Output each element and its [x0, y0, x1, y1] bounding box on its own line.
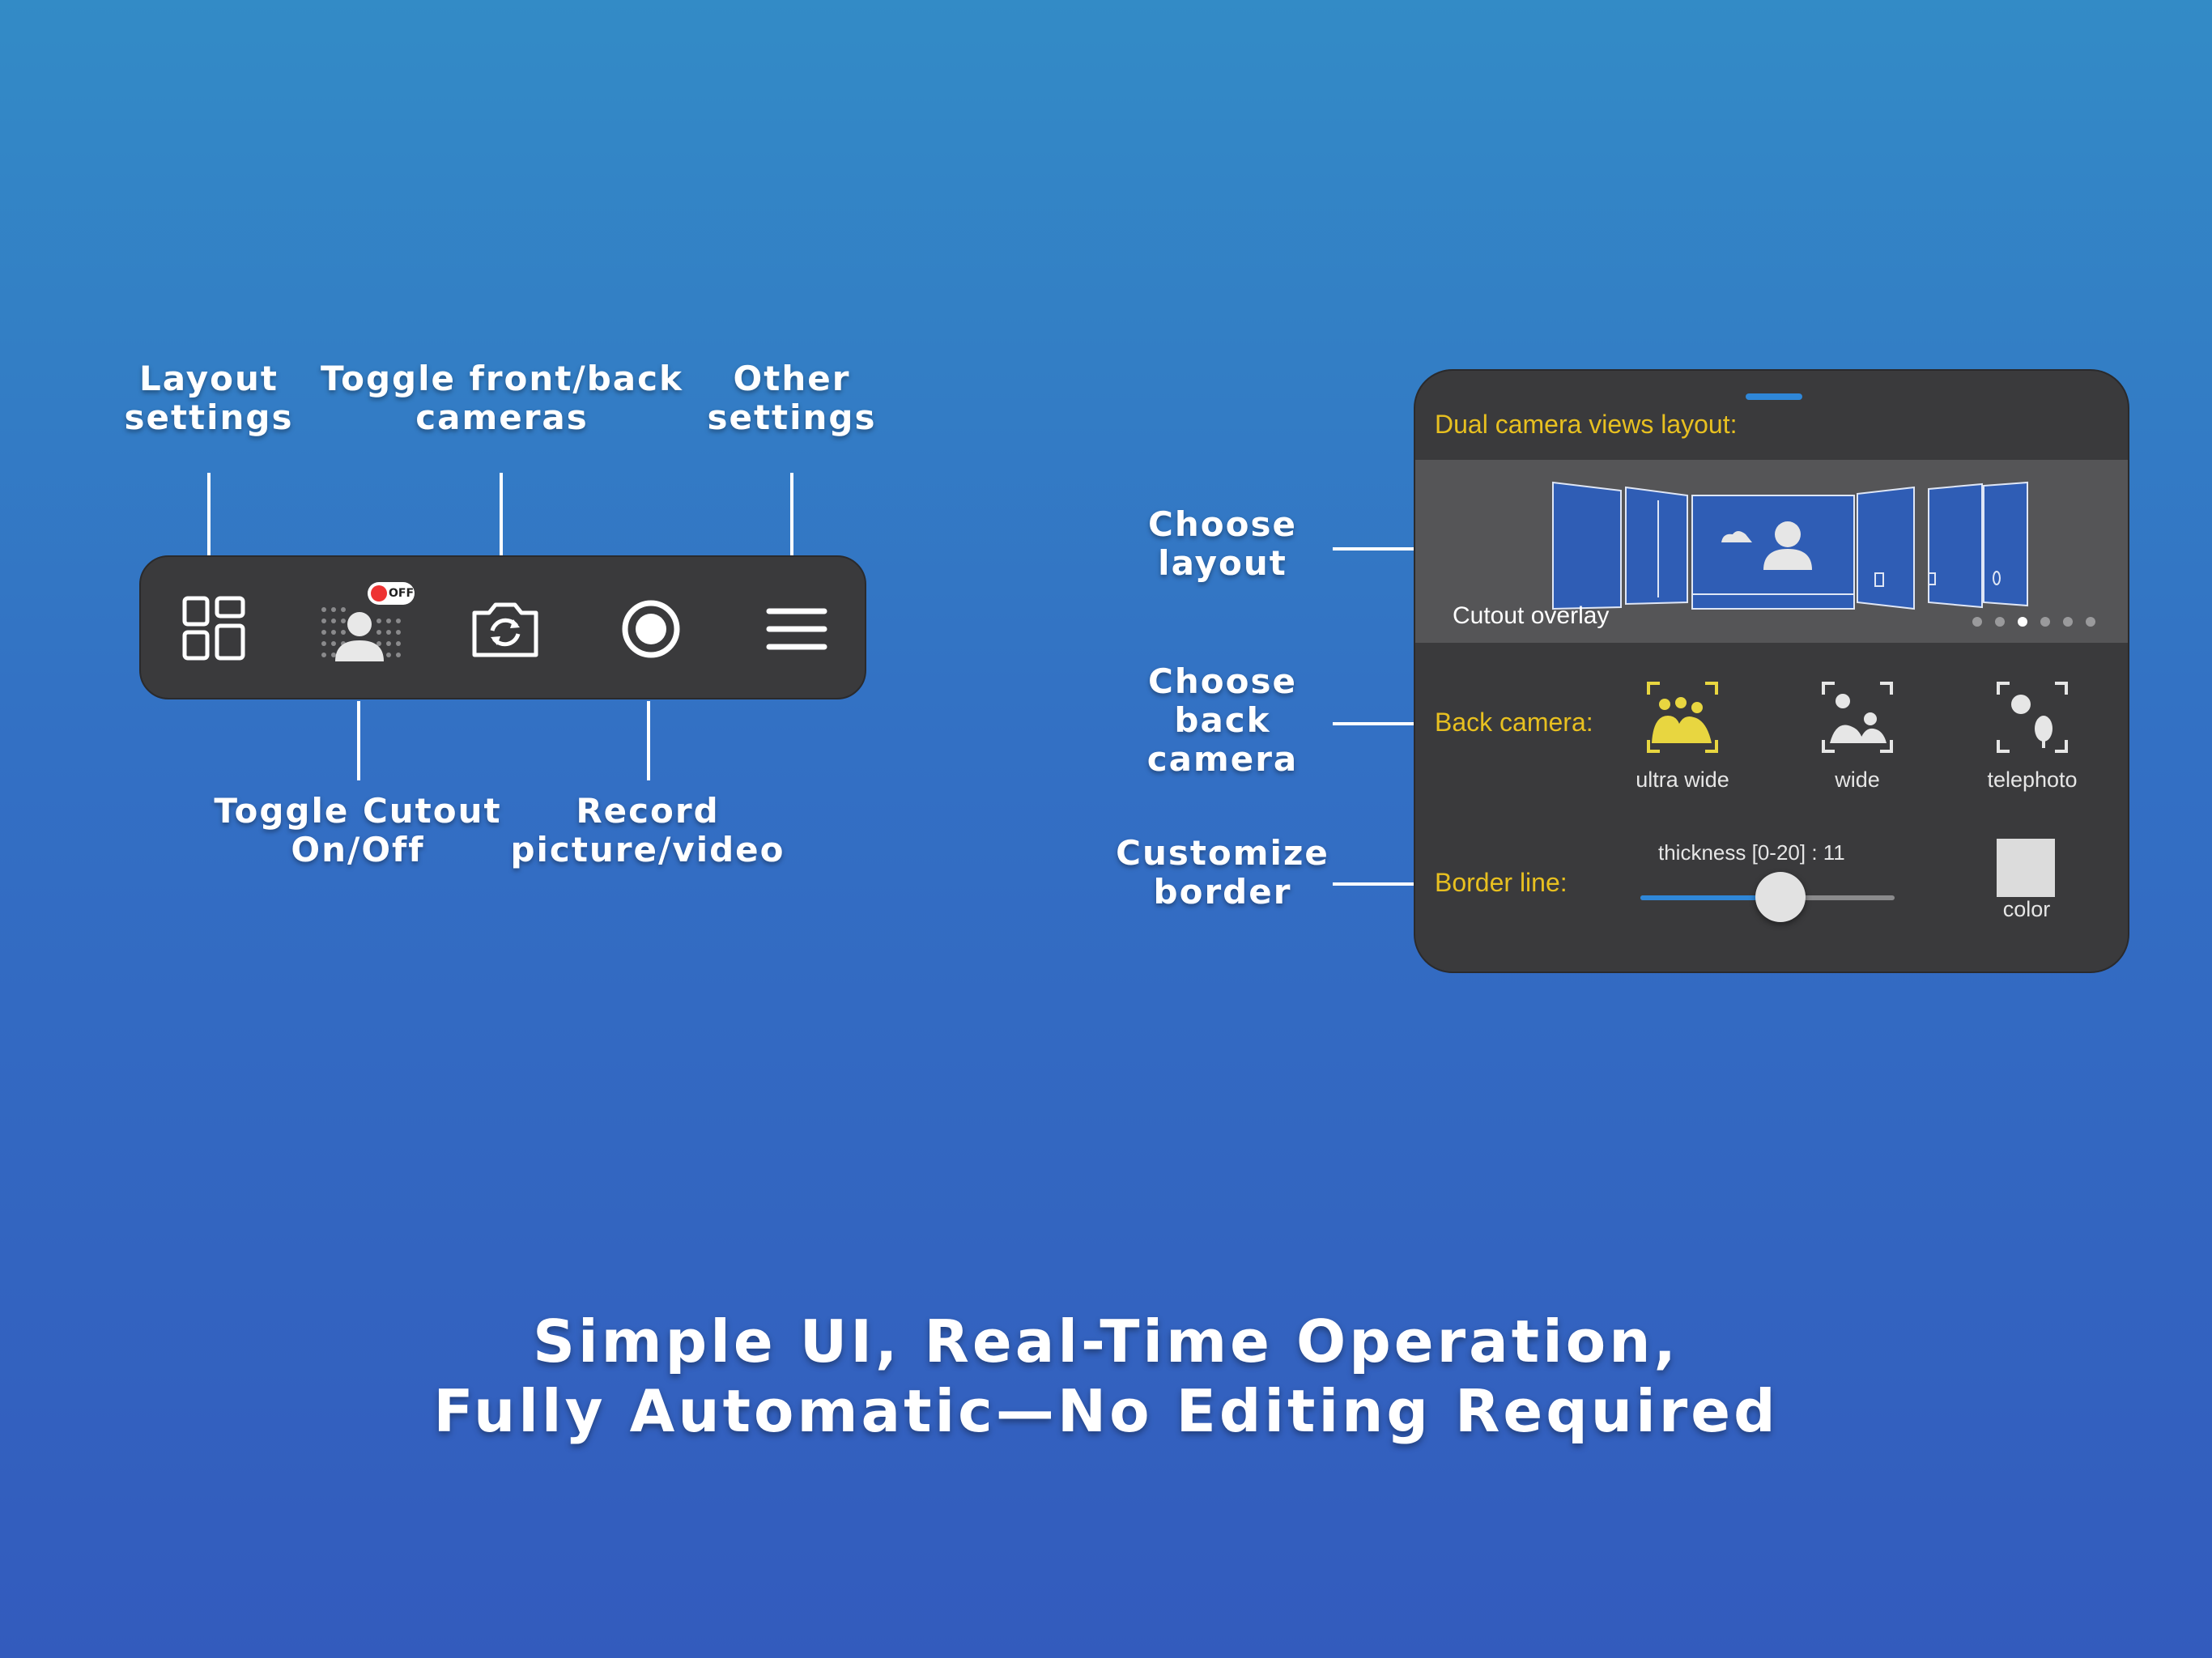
layout-tile-6: [1983, 481, 2028, 607]
panel-title: Dual camera views layout:: [1435, 410, 1738, 439]
callout-line-back-camera: [1333, 722, 1414, 725]
page-dot[interactable]: [1995, 617, 2005, 627]
thickness-label: thickness [0-20] : 11: [1658, 840, 1845, 865]
ultra-wide-option[interactable]: ultra wide: [1618, 678, 1747, 793]
record-button[interactable]: [606, 584, 696, 674]
cutout-person-icon: [321, 607, 401, 661]
border-line-label: Border line:: [1435, 868, 1568, 897]
layout-tile-1: [1552, 481, 1622, 610]
camera-toolbar: OFF: [139, 555, 866, 699]
camera-switch-icon: [472, 602, 538, 657]
headline-line-1: Simple UI, Real-Time Operation,: [533, 1307, 1679, 1375]
callout-line-border: [1333, 882, 1414, 886]
wide-icon: [1822, 682, 1893, 753]
callout-toggle-cameras: Toggle front/back cameras: [321, 359, 683, 437]
wide-option[interactable]: wide: [1793, 678, 1922, 793]
page-dot[interactable]: [2086, 617, 2095, 627]
back-camera-label: Back camera:: [1435, 708, 1593, 737]
cutout-overlay-label: Cutout overlay: [1453, 602, 1610, 629]
person-icon-head: [1775, 521, 1801, 547]
layout-tile-5: [1928, 483, 1983, 609]
menu-icon: [766, 608, 827, 650]
toggle-cutout-button[interactable]: OFF: [314, 582, 415, 674]
cutout-off-badge: OFF: [368, 582, 415, 605]
layout-tile-2: [1625, 486, 1688, 606]
ultra-wide-icon: [1647, 682, 1718, 753]
callout-line-layout: [207, 473, 211, 555]
callout-line-choose-layout: [1333, 547, 1414, 551]
grid-icon: [182, 596, 245, 661]
carousel-page-dots[interactable]: [1972, 617, 2095, 627]
sheet-grabber[interactable]: [1746, 393, 1802, 400]
layout-settings-panel: Dual camera views layout: Cutout overlay: [1414, 369, 2129, 973]
callout-line-other: [790, 473, 793, 555]
switch-camera-button[interactable]: [460, 584, 551, 674]
callout-choose-layout: Choose layout: [1148, 504, 1297, 583]
red-dot-icon: [371, 585, 387, 602]
border-color-swatch[interactable]: [1997, 839, 2055, 897]
telephoto-icon: [1997, 682, 2068, 753]
headline-line-2: Fully Automatic—No Editing Required: [433, 1377, 1779, 1445]
callout-line-record: [647, 701, 650, 780]
thickness-slider-thumb[interactable]: [1755, 872, 1806, 922]
callout-toggle-cutout: Toggle Cutout On/Off: [214, 791, 502, 869]
callout-other-settings: Other settings: [707, 359, 877, 437]
cloud-icon: [1721, 531, 1752, 542]
callout-line-cutout: [357, 701, 360, 780]
color-label: color: [2002, 897, 2051, 921]
person-icon-body: [1763, 549, 1812, 570]
callout-customize-border: Customize border: [1116, 833, 1329, 912]
headline: Simple UI, Real-Time Operation, Fully Au…: [0, 1307, 2212, 1446]
page-dot[interactable]: [2040, 617, 2050, 627]
page-dot-active[interactable]: [2018, 617, 2027, 627]
callout-record: Record picture/video: [510, 791, 785, 869]
layout-carousel[interactable]: Cutout overlay: [1415, 460, 2128, 643]
other-settings-button[interactable]: [751, 584, 842, 674]
record-icon: [622, 600, 680, 658]
thickness-slider-fill: [1640, 895, 1780, 900]
callout-line-cameras: [500, 473, 503, 555]
layout-tile-4: [1857, 486, 1915, 610]
telephoto-option[interactable]: telephoto: [1967, 678, 2097, 793]
layout-settings-button[interactable]: [168, 584, 259, 674]
layout-thumbnails: [1552, 481, 2028, 610]
callout-choose-back-camera: Choose back camera: [1146, 661, 1299, 779]
callout-layout-settings: Layout settings: [124, 359, 294, 437]
page-dot[interactable]: [1972, 617, 1982, 627]
page-dot[interactable]: [2063, 617, 2073, 627]
